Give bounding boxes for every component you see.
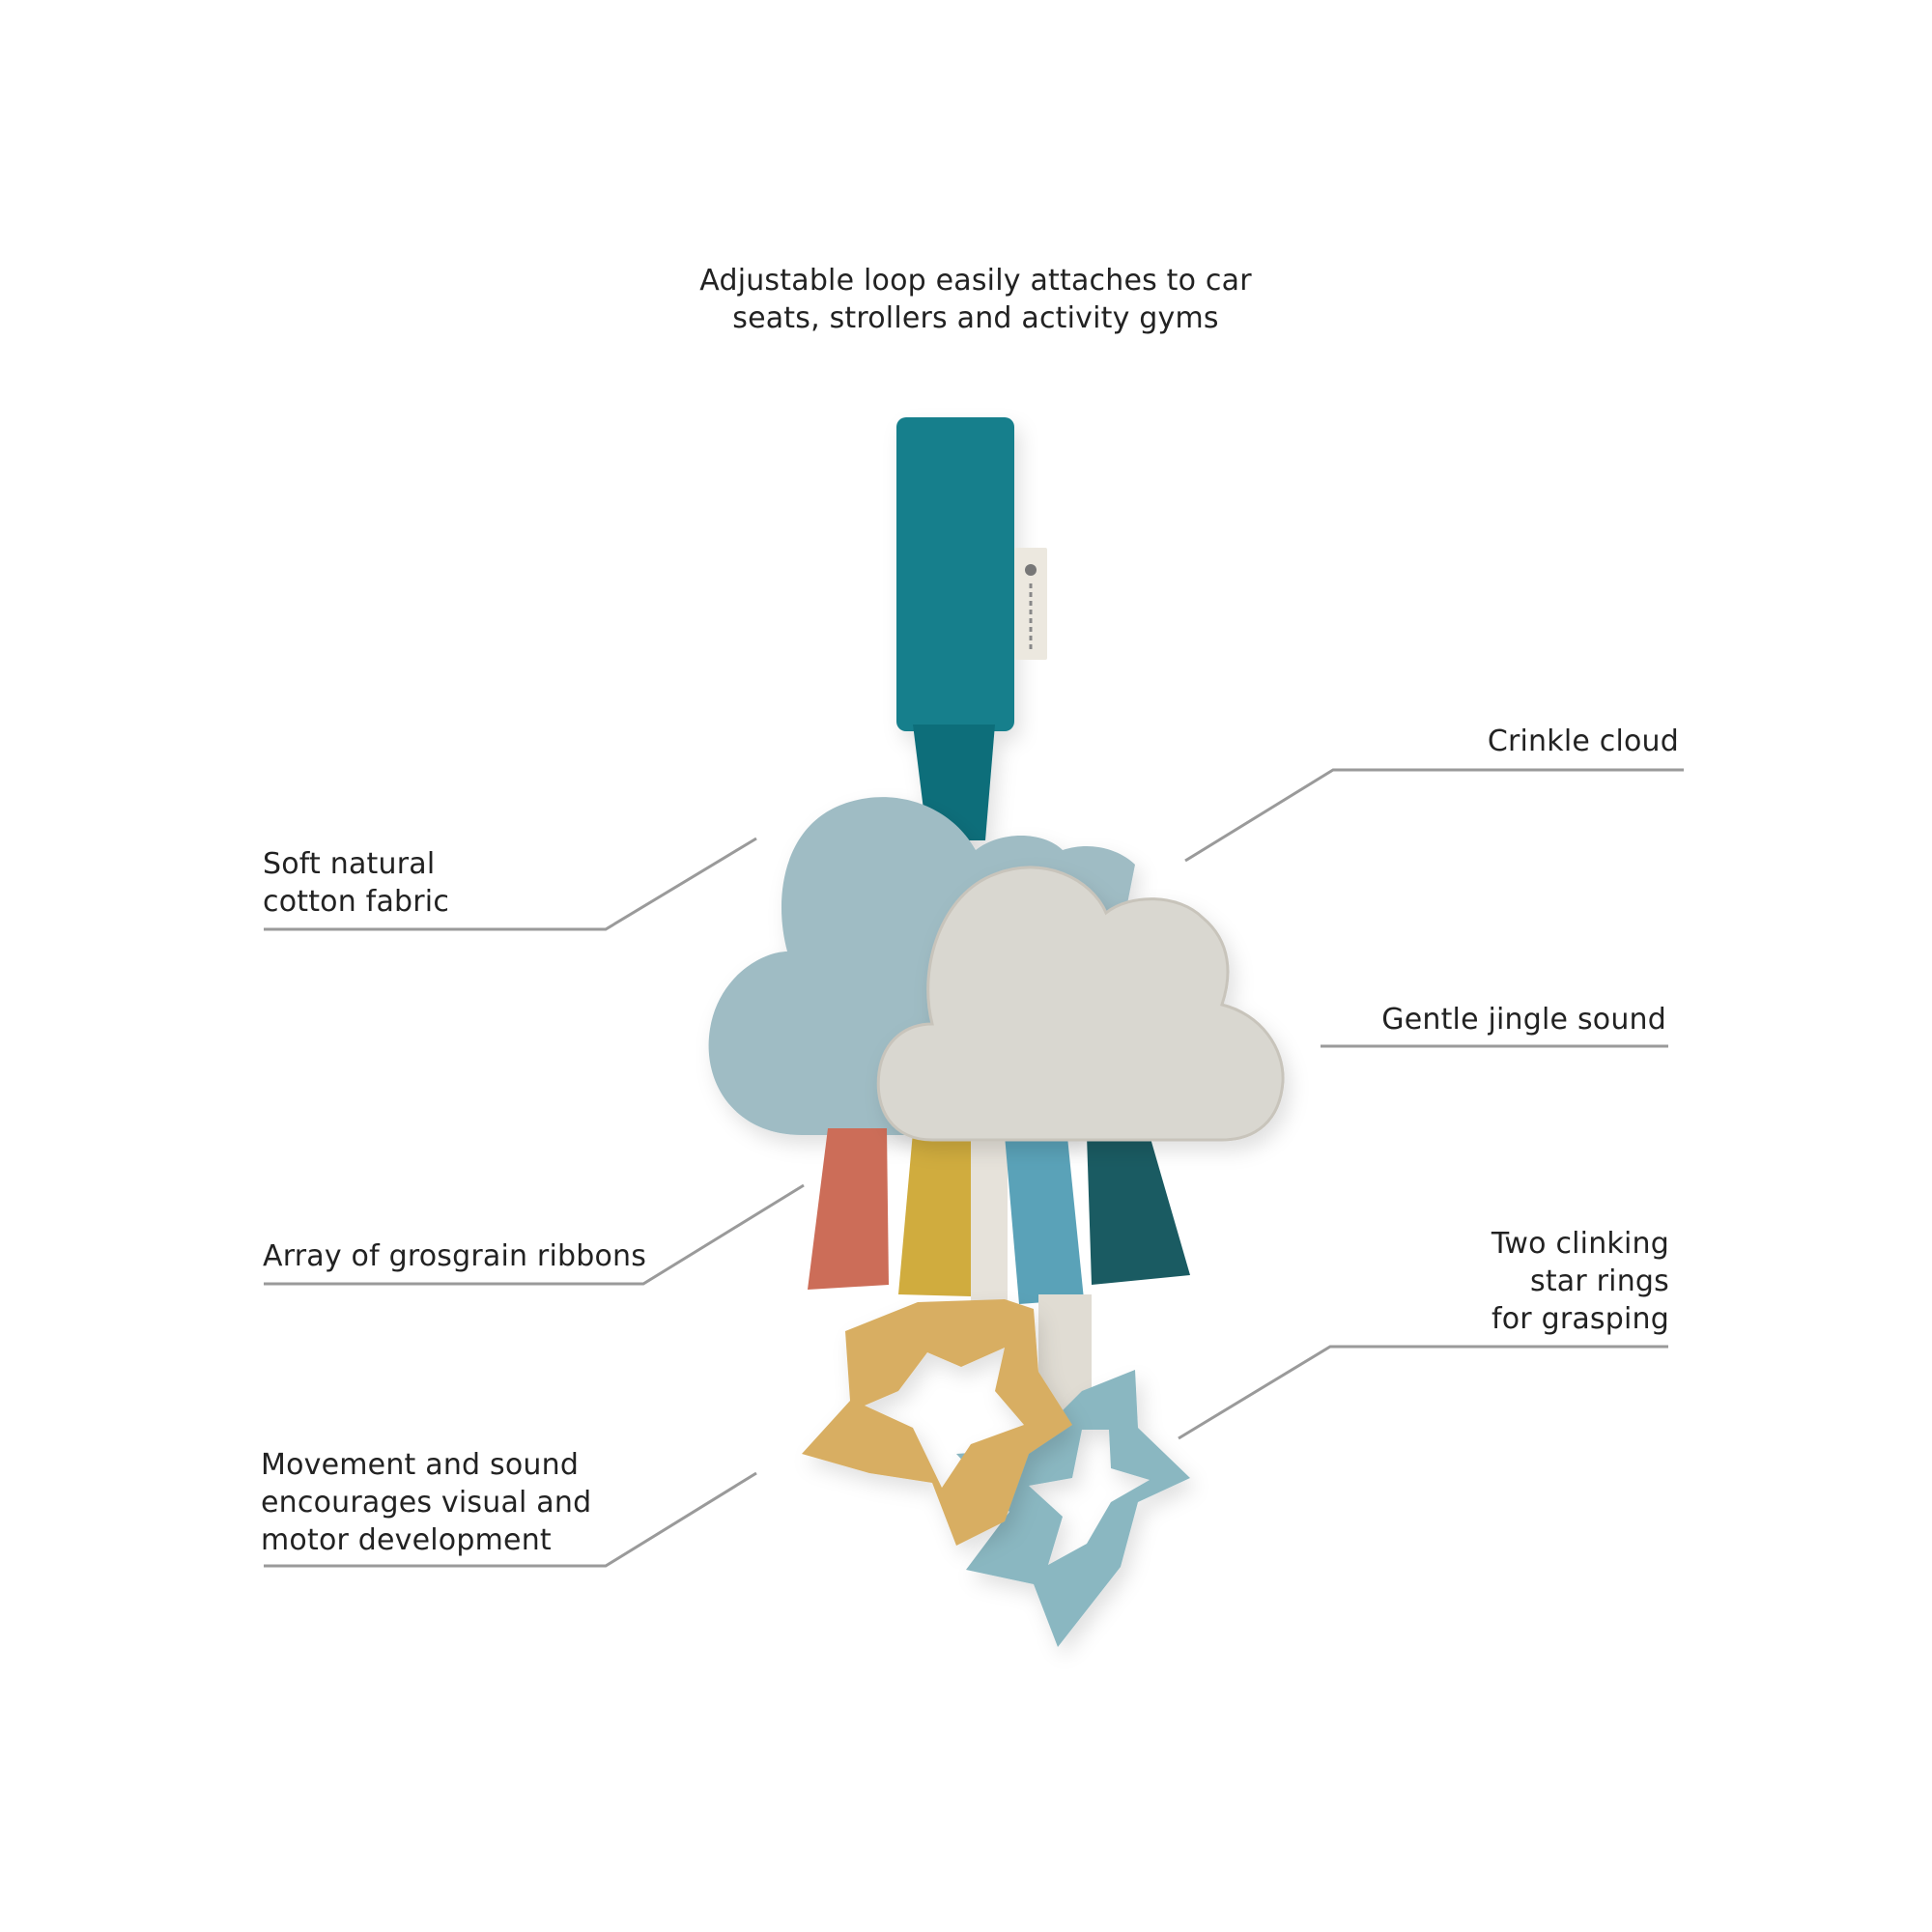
callout-line: Movement and sound	[261, 1448, 580, 1482]
callout-adjustable-loop: Adjustable loop easily attaches to car s…	[676, 262, 1275, 337]
callout-soft-fabric: Soft natural cotton fabric	[263, 845, 449, 921]
grosgrain-ribbons	[808, 1128, 1190, 1425]
callout-line: encourages visual and	[261, 1486, 592, 1520]
callout-line: Adjustable loop easily attaches to car	[699, 264, 1252, 298]
ribbon-skyblue	[1005, 1135, 1084, 1304]
callout-line: Crinkle cloud	[1487, 724, 1679, 758]
callout-line: Gentle jingle sound	[1381, 1003, 1666, 1037]
callout-line: for grasping	[1491, 1302, 1669, 1336]
callout-line: seats, strollers and activity gyms	[732, 301, 1219, 335]
callout-line: motor development	[261, 1523, 552, 1557]
callout-line: Array of grosgrain ribbons	[263, 1239, 647, 1273]
callout-gentle-jingle: Gentle jingle sound	[1381, 1001, 1666, 1038]
callout-line: Two clinking	[1491, 1227, 1669, 1261]
ribbon-teal	[1087, 1135, 1190, 1285]
brand-tag	[1014, 548, 1047, 660]
cloud-front-crinkle	[876, 866, 1285, 1142]
adjustable-loop-strap	[896, 417, 1014, 840]
callout-line: star rings	[1529, 1264, 1669, 1298]
star-ring-gold	[802, 1299, 1072, 1546]
callout-grosgrain-ribbons: Array of grosgrain ribbons	[263, 1237, 646, 1275]
ribbon-rust	[808, 1128, 889, 1290]
star-ring-blue	[956, 1370, 1190, 1647]
callout-movement-sound: Movement and sound encourages visual and…	[261, 1446, 591, 1559]
callout-crinkle-cloud: Crinkle cloud	[1488, 723, 1679, 760]
callout-line: cotton fabric	[263, 885, 450, 919]
callout-star-rings: Two clinking star rings for grasping	[1492, 1225, 1669, 1338]
ribbon-mustard	[898, 1132, 976, 1296]
callout-line: Soft natural	[263, 847, 436, 881]
